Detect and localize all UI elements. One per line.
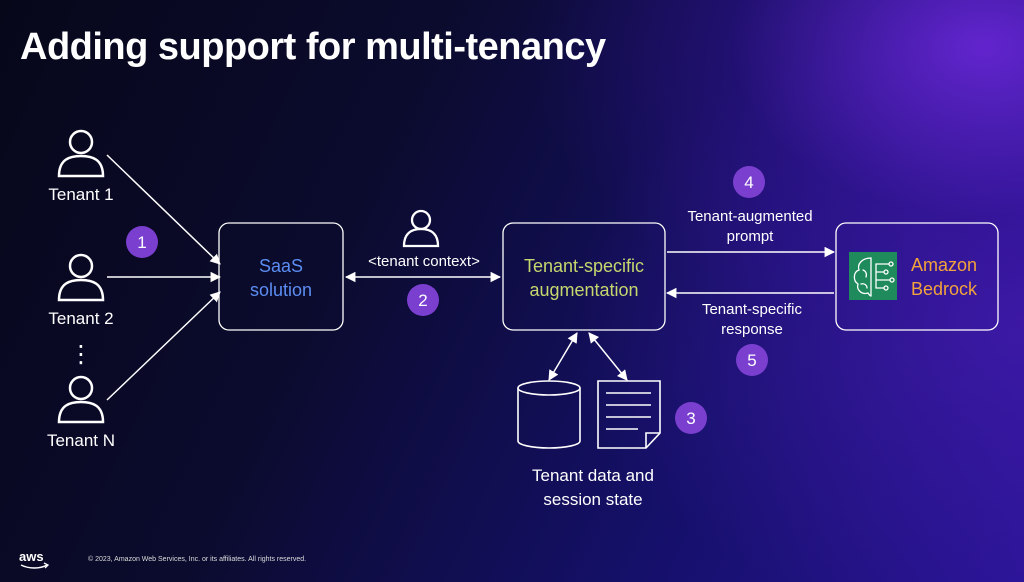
document-icon (597, 380, 661, 449)
augmentation-label-1: Tenant-specific (524, 256, 644, 276)
step-1-badge (126, 226, 158, 258)
svg-text:aws: aws (19, 549, 44, 564)
document-arrow (588, 332, 628, 381)
tenant-context-label: <tenant context> (368, 253, 480, 270)
tenant-1-arrow (106, 154, 221, 265)
database-arrow (548, 332, 578, 381)
brain-icon (849, 252, 897, 300)
step-4-number: 4 (744, 173, 753, 192)
bedrock-box (835, 222, 999, 331)
copyright-footer: © 2023, Amazon Web Services, Inc. or its… (88, 556, 307, 563)
tenant-1-user-icon (57, 129, 105, 178)
saas-solution-label-1: SaaS (259, 256, 303, 276)
step-3-badge (675, 402, 707, 434)
tenant-n-user-icon (57, 375, 105, 424)
storage-label-1: Tenant data and (532, 466, 654, 485)
step-2-number: 2 (418, 291, 427, 310)
step-3-number: 3 (686, 409, 695, 428)
tenant-n-label: Tenant N (47, 431, 115, 450)
storage-label-2: session state (543, 490, 642, 509)
augmentation-label-2: augmentation (529, 280, 638, 300)
saas-solution-box (218, 222, 344, 331)
augmentation-box (502, 222, 666, 331)
step-5-badge (736, 344, 768, 376)
bedrock-label-1: Amazon (911, 255, 977, 275)
prompt-label-1: Tenant-augmented (687, 208, 812, 225)
saas-solution-label-2: solution (250, 280, 312, 300)
context-user-icon (402, 209, 440, 248)
tenant-2-label: Tenant 2 (48, 309, 113, 328)
prompt-label-2: prompt (727, 228, 775, 245)
tenant-ellipsis: ⋮ (69, 341, 93, 368)
step-2-badge (407, 284, 439, 316)
tenant-2-user-icon (57, 253, 105, 302)
database-icon (517, 380, 581, 449)
bedrock-label-2: Bedrock (911, 279, 978, 299)
response-label-2: response (721, 321, 783, 338)
tenant-n-arrow (106, 291, 221, 401)
tenant-1-label: Tenant 1 (48, 185, 113, 204)
aws-logo: aws (18, 548, 54, 577)
step-5-number: 5 (747, 351, 756, 370)
step-4-badge (733, 166, 765, 198)
slide-title: Adding support for multi-tenancy (20, 26, 606, 68)
response-label-1: Tenant-specific (702, 301, 803, 318)
step-1-number: 1 (137, 233, 146, 252)
